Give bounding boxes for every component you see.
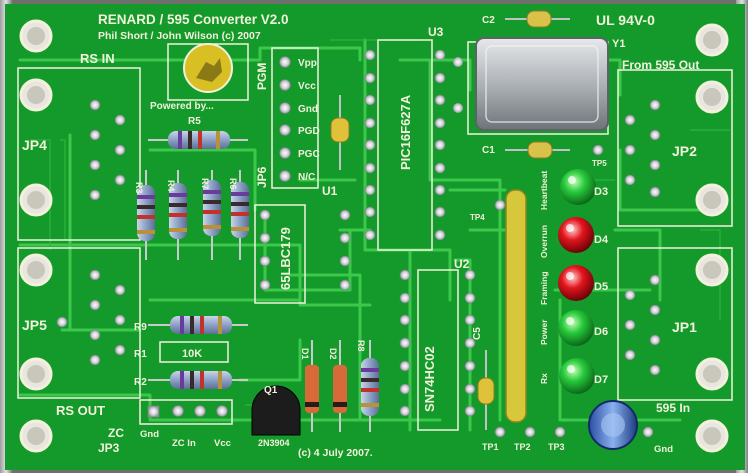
jp6-label: JP6: [255, 166, 269, 188]
led-d6-label: Power: [539, 319, 549, 345]
led-d3-label: Heartbeat: [539, 171, 549, 210]
d1-ref: D1: [300, 348, 310, 360]
chip-u1: [259, 209, 351, 291]
tp4-ref: TP4: [470, 213, 485, 222]
c5-ref: C5: [472, 327, 483, 340]
q1-part: 2N3904: [258, 438, 290, 448]
zc-in-label: ZC In: [172, 438, 196, 449]
pgm-pin-pgc: PGC: [298, 149, 320, 160]
led-d7: [559, 358, 595, 394]
zc-label: ZC: [108, 426, 124, 440]
resistors: [137, 131, 379, 432]
jp5-label: JP5: [22, 317, 47, 333]
c2-ref: C2: [482, 15, 495, 26]
board-title: RENARD / 595 Converter V2.0: [98, 12, 289, 27]
tp1-ref: TP1: [482, 442, 499, 452]
d2-ref: D2: [328, 348, 338, 360]
from-595-label: From 595 Out: [622, 58, 699, 72]
led-d6-ref: D6: [594, 326, 608, 338]
led-d7-label: Rx: [539, 373, 549, 384]
u2-part: SN74HC02: [422, 346, 437, 412]
electrolytic-capacitor: [588, 400, 638, 450]
led-d7-ref: D7: [594, 374, 608, 386]
r1-value: 10K: [182, 348, 202, 360]
u2-ref: U2: [454, 257, 470, 271]
pgm-pin-vcc: Vcc: [298, 81, 316, 92]
pgm-pin-gnd: Gnd: [298, 104, 318, 115]
chip-u2: [399, 269, 476, 417]
led-d3: [560, 169, 596, 205]
led-d3-ref: D3: [594, 186, 608, 198]
r5-ref: R5: [188, 116, 201, 127]
tp-gnd-label: Gnd: [654, 444, 673, 455]
silkscreen-text: RENARD / 595 Converter V2.0 Phil Short /…: [22, 12, 699, 459]
jp2-label: JP2: [672, 143, 697, 159]
r9-ref: R9: [134, 322, 147, 333]
u1-ref: U1: [322, 184, 338, 198]
rs-in-label: RS IN: [80, 51, 115, 66]
led-d5: [558, 265, 594, 301]
pgm-pin-pgd: PGD: [298, 126, 320, 137]
u1-part: 65LBC179: [278, 227, 293, 290]
r8-ref: R8: [356, 340, 366, 352]
ceramic-capacitors: [330, 10, 570, 430]
q1-ref: Q1: [264, 385, 278, 396]
led-d6: [558, 310, 594, 346]
chip-u3: [364, 49, 446, 241]
pgm-label: PGM: [255, 63, 269, 90]
u3-ref: U3: [428, 25, 444, 39]
c1-ref: C1: [482, 145, 495, 156]
date-label: (c) 4 July 2007.: [298, 447, 373, 459]
y1-ref: Y1: [612, 38, 625, 50]
to-595-label: 595 In: [656, 401, 690, 415]
r6-ref: R6: [228, 178, 238, 190]
tp2-ref: TP2: [514, 442, 531, 452]
tp3-ref: TP3: [548, 442, 565, 452]
zc-gnd-label: Gnd: [140, 429, 159, 440]
r2-ref: R2: [134, 377, 147, 388]
led-d4: [558, 217, 594, 253]
jp4-label: JP4: [22, 137, 47, 153]
rs-out-label: RS OUT: [56, 403, 105, 418]
connector-pads: [56, 99, 661, 376]
led-d4-label: Overrun: [539, 225, 549, 258]
decoupling-capacitor: [505, 189, 527, 423]
powered-by-label: Powered by...: [150, 101, 214, 112]
led-d5-label: Framing: [539, 271, 549, 305]
pgm-pin-nc: N/C: [298, 172, 315, 183]
tp5-ref: TP5: [592, 159, 607, 168]
crystal-y1: [453, 37, 609, 131]
jp1-label: JP1: [672, 319, 697, 335]
r1-ref: R1: [134, 349, 147, 360]
transistor-q1: [251, 385, 301, 436]
jp3-label: JP3: [98, 441, 120, 455]
r3-ref: R3: [134, 182, 144, 194]
board-authors: Phil Short / John Wilson (c) 2007: [98, 30, 261, 42]
r7-ref: R7: [200, 178, 210, 190]
rating-label: UL 94V-0: [596, 12, 655, 28]
led-d4-ref: D4: [594, 234, 609, 246]
mounting-holes: [19, 19, 729, 453]
zc-vcc-label: Vcc: [214, 438, 231, 449]
r4-ref: R4: [166, 180, 176, 192]
pgm-pin-vpp: Vpp: [298, 58, 317, 69]
powered-by-logo: [183, 43, 233, 93]
led-d5-ref: D5: [594, 281, 608, 293]
u3-part: PIC16F627A: [398, 94, 413, 170]
diodes: [305, 340, 347, 432]
